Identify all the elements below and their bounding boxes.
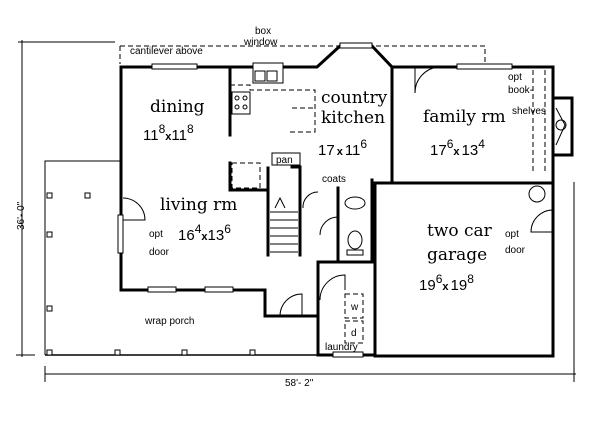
box-note: box	[255, 26, 271, 37]
sink-icon	[344, 196, 366, 210]
stairs	[270, 196, 298, 253]
kitchen-counter	[230, 84, 316, 133]
room-living: living rm 164x136	[160, 195, 237, 244]
svg-text:door: door	[505, 245, 526, 256]
fireplace	[551, 96, 574, 157]
svg-text:118x118: 118x118	[143, 122, 194, 144]
porch-posts	[46, 192, 256, 356]
room-dining: dining 118x118	[143, 97, 205, 144]
range-icon	[231, 91, 251, 115]
windows	[117, 42, 513, 358]
washer-label: w	[350, 302, 359, 313]
opt-door-living: opt	[149, 229, 163, 240]
svg-text:two car: two car	[427, 221, 493, 241]
svg-text:book-: book-	[508, 85, 533, 96]
dimension-lines	[16, 40, 576, 382]
svg-text:dining: dining	[150, 97, 205, 117]
window-note: window	[243, 37, 278, 48]
svg-text:country: country	[321, 88, 388, 108]
svg-text:garage: garage	[427, 245, 487, 265]
bookshelves-note: opt	[508, 72, 522, 83]
laundry-label: laundry	[325, 342, 358, 353]
cantilever-outline	[120, 45, 486, 64]
svg-text:shelves: shelves	[512, 106, 546, 117]
width-dimension: 58'- 2"	[285, 378, 314, 389]
door-swings	[122, 66, 554, 317]
svg-text:living rm: living rm	[160, 195, 237, 215]
coats-label: coats	[322, 174, 346, 185]
toilet-icon	[347, 230, 363, 250]
svg-text:family rm: family rm	[423, 107, 506, 127]
dryer-label: d	[351, 328, 357, 339]
svg-text:kitchen: kitchen	[321, 108, 385, 128]
wrap-porch-label: wrap porch	[144, 316, 194, 327]
porch-outline	[44, 160, 121, 355]
cantilever-note: cantilever above	[130, 46, 203, 57]
depth-dimension: 36'- 0"	[16, 201, 27, 230]
svg-text:door: door	[149, 247, 170, 258]
pantry-label: pan	[276, 155, 293, 166]
svg-text:164x136: 164x136	[178, 222, 231, 244]
opt-door-garage: opt	[505, 229, 519, 240]
hutch	[231, 162, 261, 189]
water-heater-icon	[528, 185, 546, 203]
